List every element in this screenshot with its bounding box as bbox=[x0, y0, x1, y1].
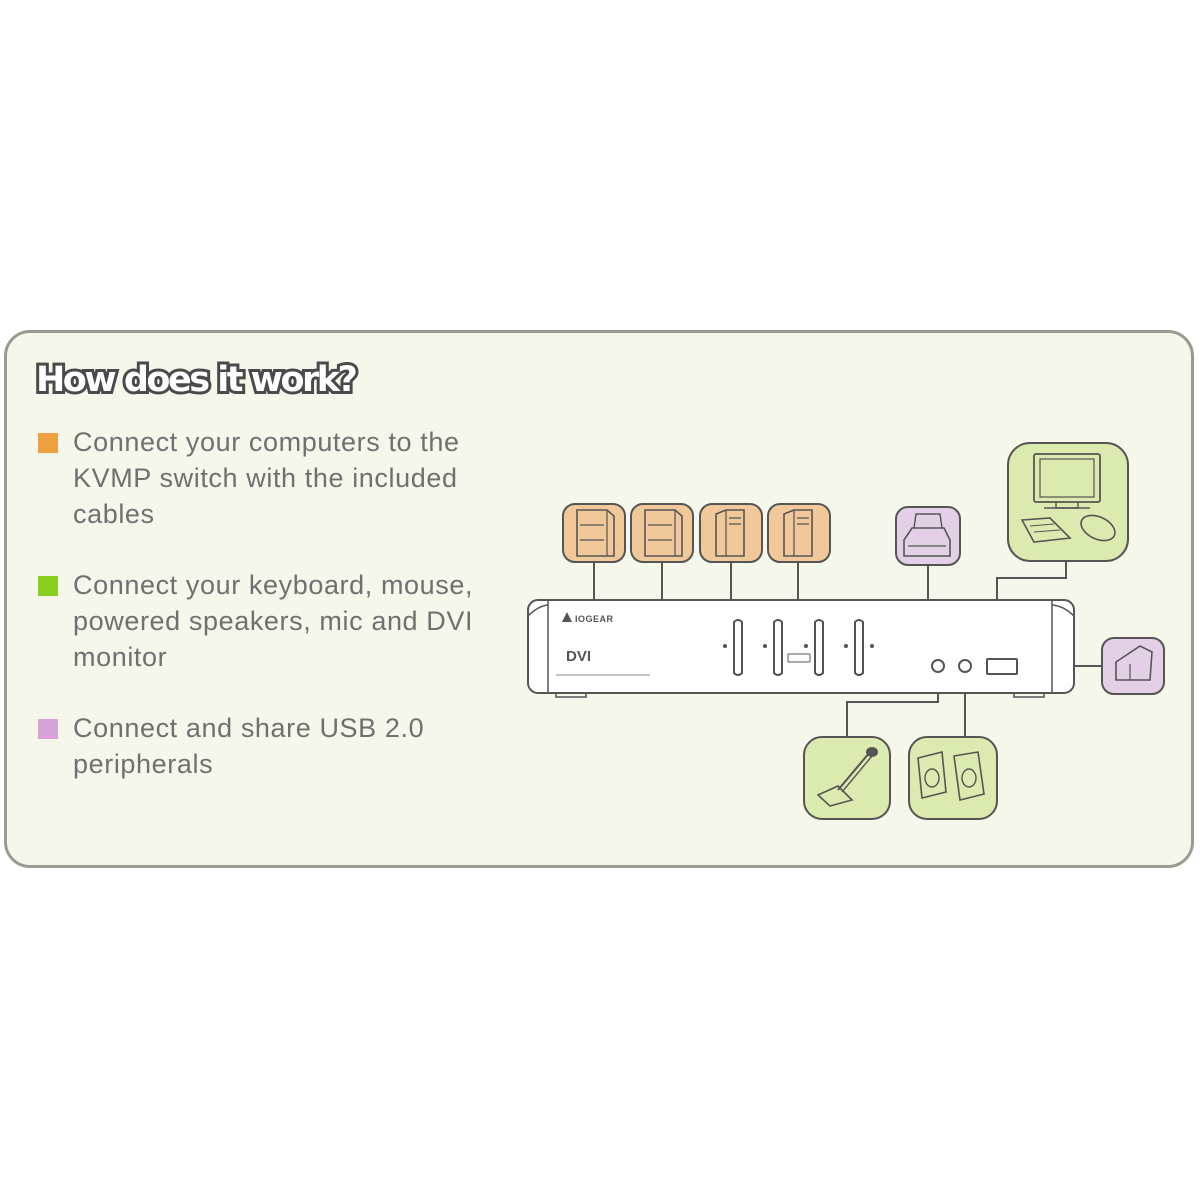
tower-pc-icon bbox=[699, 503, 763, 563]
speaker-jack-icon bbox=[958, 659, 972, 673]
bullet-marker-green bbox=[38, 576, 58, 596]
bullet-console: Connect your keyboard, mouse, powered sp… bbox=[38, 567, 508, 675]
tower-pc-icon bbox=[630, 503, 694, 563]
port-buttons bbox=[723, 619, 874, 676]
brand-logo-icon bbox=[562, 612, 572, 622]
tower-pc-icon bbox=[767, 503, 831, 563]
switch-brand: IOGEAR bbox=[575, 614, 614, 624]
bullet-usb: Connect and share USB 2.0 peripherals bbox=[38, 710, 508, 782]
usb-drive-icon bbox=[1101, 637, 1165, 695]
microphone-icon bbox=[803, 736, 891, 820]
bullet-marker-orange bbox=[38, 433, 58, 453]
bullet-marker-purple bbox=[38, 719, 58, 739]
mic-jack-icon bbox=[931, 659, 945, 673]
monitor-keyboard-mouse-icon bbox=[1007, 442, 1129, 562]
bullet-text: Connect and share USB 2.0 peripherals bbox=[73, 713, 425, 779]
switch-model: DVI bbox=[566, 648, 591, 665]
bullet-text: Connect your computers to the KVMP switc… bbox=[73, 427, 460, 529]
kvmp-switch bbox=[527, 599, 1075, 698]
computer-icons bbox=[562, 503, 831, 563]
speakers-icon bbox=[908, 736, 998, 820]
bullet-list: Connect your computers to the KVMP switc… bbox=[38, 424, 508, 817]
usb-port-icon bbox=[986, 658, 1018, 675]
printer-icon bbox=[895, 506, 961, 566]
panel-heading: How does it work? bbox=[33, 357, 361, 403]
bullet-text: Connect your keyboard, mouse, powered sp… bbox=[73, 570, 474, 672]
switch-labels: IOGEAR DVI bbox=[562, 612, 614, 665]
tower-pc-icon bbox=[562, 503, 626, 563]
bullet-computers: Connect your computers to the KVMP switc… bbox=[38, 424, 508, 532]
